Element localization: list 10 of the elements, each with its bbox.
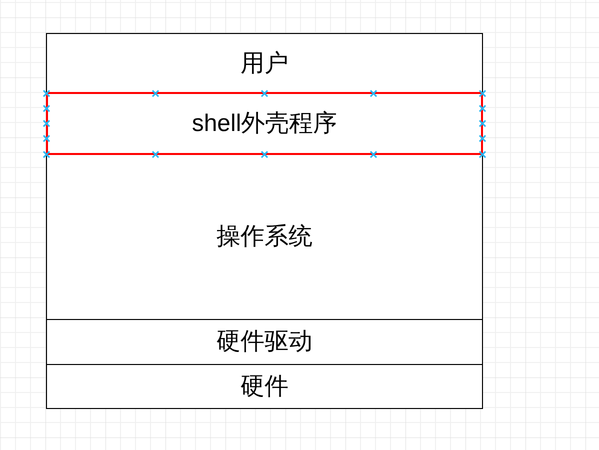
layer-box <box>46 92 483 155</box>
layer-box <box>46 364 483 409</box>
layer-label: 操作系统 <box>216 223 312 251</box>
layer-box <box>46 154 483 320</box>
layer-box <box>46 33 483 94</box>
layer-box <box>46 319 483 365</box>
layer-label: 用户 <box>240 50 288 78</box>
layer-label: 硬件 <box>240 372 288 400</box>
layer-label: 硬件驱动 <box>216 328 312 356</box>
layer-label: shell外壳程序 <box>192 110 338 138</box>
